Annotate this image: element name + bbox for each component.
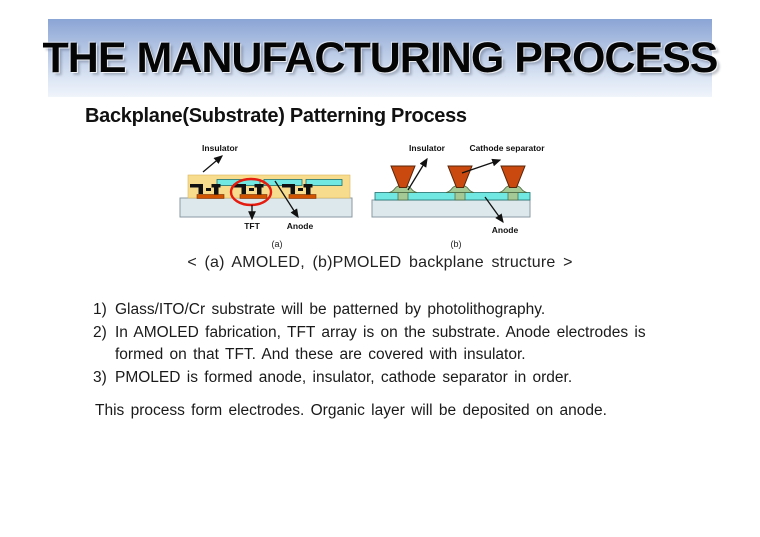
- step-number: 2): [93, 323, 107, 341]
- step-number: 1): [93, 301, 107, 318]
- title-banner: THE MANUFACTURING PROCESS: [43, 19, 718, 97]
- subfigure-b-label: (b): [451, 239, 462, 249]
- tft-symbol: [233, 184, 264, 195]
- diagram-pmoled: Insulator Cathode separator Anode (b): [371, 143, 545, 249]
- cathode-separator: [500, 165, 526, 188]
- process-step-list: 1) Glass/ITO/Cr substrate will be patter…: [93, 299, 690, 389]
- cathode-separator: [390, 165, 416, 188]
- anode-label: Anode: [492, 225, 519, 235]
- slide-subtitle: Backplane(Substrate) Patterning Process: [85, 105, 467, 127]
- insulator-arrow: [407, 157, 428, 191]
- figure-caption: < (a) AMOLED, (b)PMOLED backplane struct…: [187, 254, 573, 271]
- cathode-separator-label: Cathode separator: [469, 143, 545, 153]
- tft-symbol: [190, 184, 221, 195]
- tft-symbol: [282, 184, 313, 195]
- pmoled-substrate: [371, 199, 531, 218]
- anode-label: Anode: [287, 221, 314, 231]
- insulator-bump: [445, 185, 475, 201]
- anode-bar: [305, 179, 343, 186]
- tft-base: [196, 194, 225, 199]
- anode-arrow: [274, 180, 299, 219]
- slide-title: THE MANUFACTURING PROCESS: [42, 33, 719, 82]
- pmoled-insulator-bumps: [388, 185, 528, 201]
- step-item: 3) PMOLED is formed anode, insulator, ca…: [93, 367, 690, 390]
- tft-label: TFT: [244, 221, 260, 231]
- tft-base: [239, 194, 268, 199]
- diagram-amoled: Insulator TFT Anode (a): [179, 143, 353, 249]
- step-text: PMOLED is formed anode, insulator, catho…: [115, 368, 573, 386]
- step-item: 1) Glass/ITO/Cr substrate will be patter…: [93, 299, 690, 322]
- cathode-separator: [447, 165, 473, 188]
- tft-highlight-ellipse: [229, 177, 273, 207]
- subfigure-a-label: (a): [272, 239, 283, 249]
- closing-text: This process form electrodes. Organic la…: [95, 402, 607, 419]
- cathode-separator-arrow: [461, 158, 502, 174]
- step-item: 2) In AMOLED fabrication, TFT array is o…: [93, 322, 690, 367]
- amoled-tft-symbols: [190, 184, 313, 195]
- amoled-tft-bases: [196, 194, 317, 199]
- tft-base: [288, 194, 317, 199]
- step-text: In AMOLED fabrication, TFT array is on t…: [115, 323, 646, 364]
- anode-arrow: [484, 196, 504, 224]
- step-number: 3): [93, 368, 107, 386]
- insulator-label: Insulator: [409, 143, 446, 153]
- insulator-label: Insulator: [202, 143, 239, 153]
- step-text: Glass/ITO/Cr substrate will be patterned…: [115, 301, 546, 318]
- insulator-arrow: [202, 155, 223, 173]
